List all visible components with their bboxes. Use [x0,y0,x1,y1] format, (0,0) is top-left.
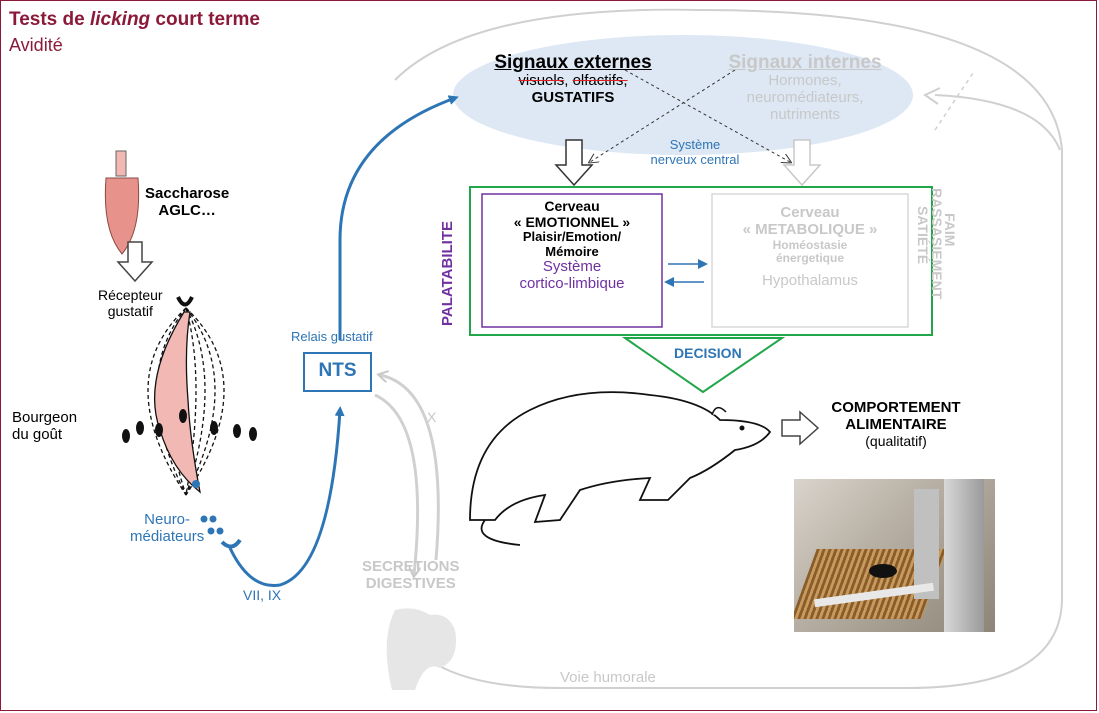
stomach-icon [386,608,456,690]
vagus-label: X [427,409,437,425]
humoral-arrow-head [922,87,941,105]
receptor-icon [176,296,194,307]
neurotransmitter-label: Neuro-médiateurs [130,511,205,545]
brain-box [469,186,933,336]
tongue-icon [104,177,140,255]
arrow-external-down [554,139,594,187]
arrow-tongue-down [116,241,154,283]
synapse-cup [220,538,242,549]
cranial-nerve-label: VII, IX [243,587,282,603]
humoral-loop [394,8,1063,690]
metabolic-brain: Cerveau « METABOLIQUE » Homéostasie éner… [742,204,878,290]
neurotransmitter-dots [200,515,224,535]
cell-nuclei [122,409,257,443]
decision-arrow [621,337,786,394]
licking-chamber-photo [794,479,995,632]
signals-ellipse [453,35,913,155]
external-signals: Signaux externes visuels, olfactifs, GUS… [494,52,652,107]
metabolic-box [711,193,909,328]
nts-label: NTS [318,360,357,381]
nts-to-signals-path [338,95,459,340]
internal-signals: Signaux internes Hormones, neuromédiateu… [728,52,882,123]
emotional-brain: Cerveau « EMOTIONNEL » Plaisir/Emotion/ … [513,198,631,293]
tongue-stick [115,150,127,177]
emotional-box [481,193,663,328]
vagus-return [380,375,440,561]
slide-title: Tests de licking court terme [9,9,260,30]
rat-illustration [469,391,772,546]
receptor-cell [154,311,201,494]
arrow-to-behavior [781,410,820,446]
nts-box [303,352,372,392]
satiete-label: SATIÉTÉ [915,206,931,265]
vagus-path [374,393,418,575]
humoral-label: Voie humorale [560,669,656,686]
relay-label: Relais gustatif [291,329,373,344]
decision-label: DECISION [674,345,742,361]
slide-subtitle: Avidité [9,35,63,55]
cranial-nerve-path [228,406,345,588]
arrow-internal-down [782,139,822,187]
behavior-label: COMPORTEMENT ALIMENTAIRE (qualitatif) [831,399,961,449]
palatability-label: PALATABILITE [439,221,456,326]
